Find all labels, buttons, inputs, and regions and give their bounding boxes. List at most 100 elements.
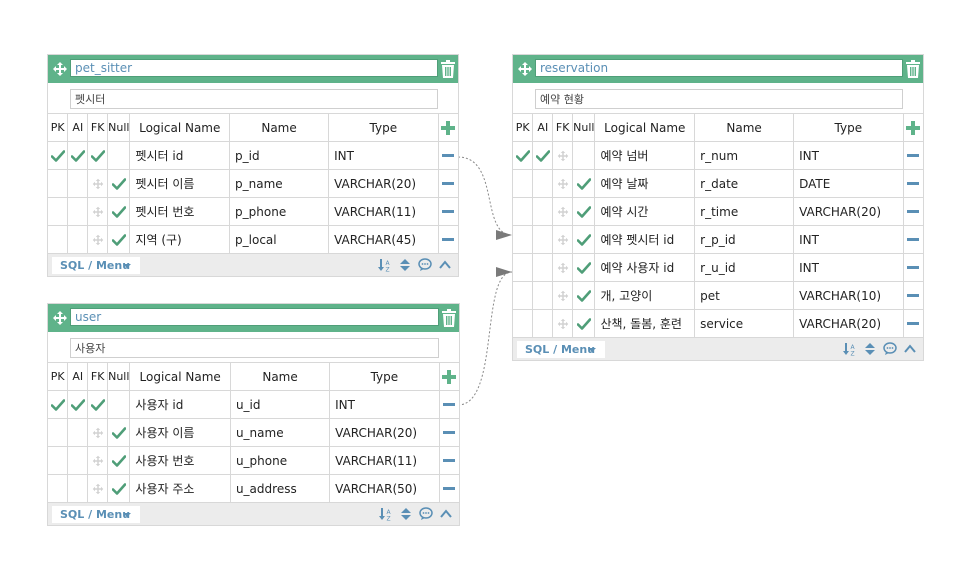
chevron-up-icon[interactable] [903, 342, 917, 356]
pk-cell[interactable] [513, 253, 534, 282]
move-icon[interactable] [517, 61, 533, 77]
expand-collapse-icon[interactable] [863, 342, 877, 356]
null-cell[interactable] [572, 169, 596, 198]
fk-cell[interactable] [87, 474, 109, 503]
column-name-cell[interactable]: r_u_id [694, 253, 795, 282]
comment-icon[interactable] [418, 258, 432, 272]
pk-cell[interactable] [513, 281, 534, 310]
ai-cell[interactable] [67, 418, 89, 447]
column-type-cell[interactable]: VARCHAR(11) [328, 197, 439, 226]
plus-icon[interactable] [441, 120, 456, 135]
table-name-input[interactable] [70, 308, 439, 326]
pk-cell[interactable] [513, 141, 534, 170]
column-name-cell[interactable]: p_phone [229, 197, 330, 226]
drag-handle-icon[interactable] [92, 234, 104, 246]
column-name-cell[interactable]: pet [694, 281, 795, 310]
fk-cell[interactable] [87, 197, 109, 226]
table-comment-input[interactable] [70, 89, 438, 109]
remove-column-button[interactable] [903, 253, 923, 282]
null-cell[interactable] [107, 474, 131, 503]
ai-cell[interactable] [67, 390, 89, 419]
remove-column-button[interactable] [439, 446, 459, 475]
column-name-cell[interactable]: u_name [230, 418, 331, 447]
drag-handle-icon[interactable] [557, 206, 569, 218]
logical-name-cell[interactable]: 펫시터 번호 [129, 197, 231, 226]
ai-cell[interactable] [532, 253, 554, 282]
move-icon[interactable] [52, 61, 68, 77]
column-type-cell[interactable]: DATE [793, 169, 904, 198]
column-name-cell[interactable]: u_address [230, 474, 331, 503]
null-cell[interactable] [572, 225, 596, 254]
remove-column-button[interactable] [903, 309, 923, 338]
pk-cell[interactable] [48, 169, 69, 198]
pk-cell[interactable] [513, 197, 534, 226]
column-name-cell[interactable]: p_local [229, 225, 330, 254]
logical-name-cell[interactable]: 예약 시간 [594, 197, 696, 226]
logical-name-cell[interactable]: 사용자 이름 [129, 418, 231, 447]
fk-cell[interactable] [552, 169, 574, 198]
fk-cell[interactable] [87, 446, 109, 475]
null-cell[interactable] [572, 253, 596, 282]
remove-column-button[interactable] [438, 169, 458, 198]
add-column-button[interactable] [903, 114, 923, 142]
remove-column-button[interactable] [903, 281, 923, 310]
logical-name-cell[interactable]: 예약 넘버 [594, 141, 696, 170]
remove-column-button[interactable] [439, 390, 459, 419]
comment-icon[interactable] [419, 507, 433, 521]
minus-icon[interactable] [443, 487, 456, 491]
pk-cell[interactable] [513, 225, 534, 254]
remove-column-button[interactable] [439, 474, 459, 503]
ai-cell[interactable] [67, 446, 89, 475]
column-type-cell[interactable]: VARCHAR(11) [329, 446, 440, 475]
pk-cell[interactable] [48, 446, 69, 475]
fk-cell[interactable] [87, 169, 109, 198]
sql-menu-button[interactable]: SQL / Menu [52, 257, 140, 274]
ai-cell[interactable] [532, 197, 554, 226]
plus-icon[interactable] [906, 120, 921, 135]
logical-name-cell[interactable]: 개, 고양이 [594, 281, 696, 310]
logical-name-cell[interactable]: 예약 펫시터 id [594, 225, 696, 254]
fk-cell[interactable] [87, 390, 109, 419]
ai-cell[interactable] [67, 197, 89, 226]
expand-collapse-icon[interactable] [399, 507, 413, 521]
fk-cell[interactable] [552, 225, 574, 254]
column-name-cell[interactable]: p_name [229, 169, 330, 198]
column-name-cell[interactable]: r_time [694, 197, 795, 226]
logical-name-cell[interactable]: 지역 (구) [129, 225, 231, 254]
drag-handle-icon[interactable] [92, 206, 104, 218]
logical-name-cell[interactable]: 예약 사용자 id [594, 253, 696, 282]
minus-icon[interactable] [907, 294, 920, 298]
null-cell[interactable] [107, 225, 131, 254]
add-column-button[interactable] [439, 363, 459, 391]
null-cell[interactable] [107, 390, 131, 419]
minus-icon[interactable] [442, 210, 455, 214]
table-comment-input[interactable] [70, 338, 439, 358]
remove-column-button[interactable] [903, 197, 923, 226]
fk-cell[interactable] [552, 309, 574, 338]
trash-icon[interactable] [440, 60, 456, 78]
null-cell[interactable] [107, 141, 131, 170]
ai-cell[interactable] [67, 474, 89, 503]
null-cell[interactable] [572, 197, 596, 226]
drag-handle-icon[interactable] [557, 178, 569, 190]
column-type-cell[interactable]: VARCHAR(20) [793, 197, 904, 226]
sql-menu-button[interactable]: SQL / Menu [52, 506, 140, 523]
null-cell[interactable] [107, 197, 131, 226]
minus-icon[interactable] [442, 154, 455, 158]
column-name-cell[interactable]: u_id [230, 390, 331, 419]
drag-handle-icon[interactable] [557, 262, 569, 274]
table-name-input[interactable] [70, 59, 438, 77]
logical-name-cell[interactable]: 산책, 돌봄, 훈련 [594, 309, 696, 338]
logical-name-cell[interactable]: 펫시터 이름 [129, 169, 231, 198]
minus-icon[interactable] [442, 238, 455, 242]
comment-icon[interactable] [883, 342, 897, 356]
column-name-cell[interactable]: service [694, 309, 795, 338]
null-cell[interactable] [572, 141, 596, 170]
column-name-cell[interactable]: r_date [694, 169, 795, 198]
